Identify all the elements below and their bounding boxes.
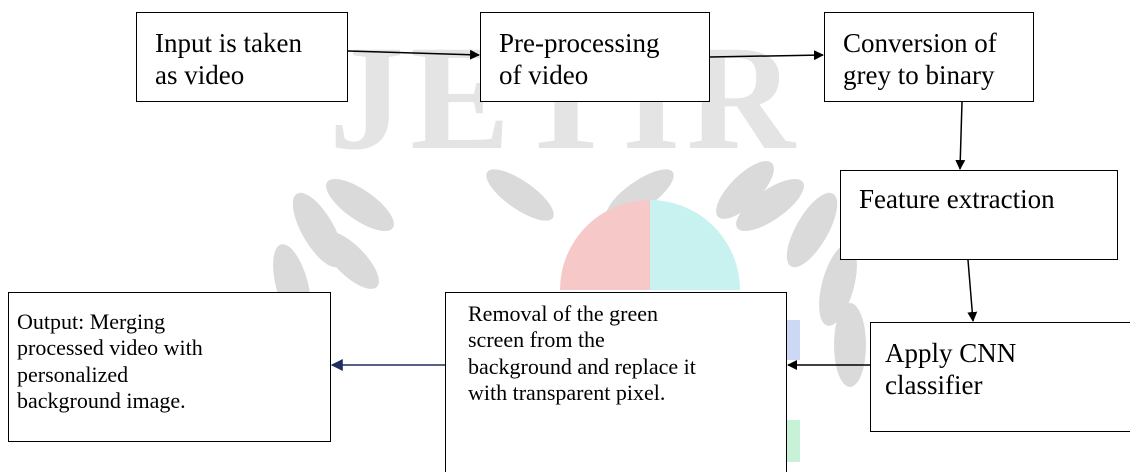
node-green-screen-removal: Removal of the green screen from the bac… [445,292,787,472]
watermark-wedge-cyan [650,200,740,290]
node-feature-extraction: Feature extraction [840,170,1118,260]
node-input-video: Input is taken as video [136,12,348,102]
node-grey-to-binary-label: Conversion of grey to binary [843,28,997,91]
node-output-merge-label: Output: Merging processed video with per… [17,309,203,414]
node-cnn-classifier: Apply CNN classifier [870,322,1130,432]
node-feature-extraction-label: Feature extraction [859,184,1055,214]
node-output-merge: Output: Merging processed video with per… [8,292,331,442]
node-input-video-label: Input is taken as video [155,28,302,91]
node-green-screen-removal-label: Removal of the green screen from the bac… [468,301,696,406]
watermark-wedge-red [560,200,650,290]
node-grey-to-binary: Conversion of grey to binary [824,12,1034,102]
node-preprocessing: Pre-processing of video [480,12,710,102]
node-cnn-classifier-label: Apply CNN classifier [885,338,1017,401]
node-preprocessing-label: Pre-processing of video [499,28,660,91]
